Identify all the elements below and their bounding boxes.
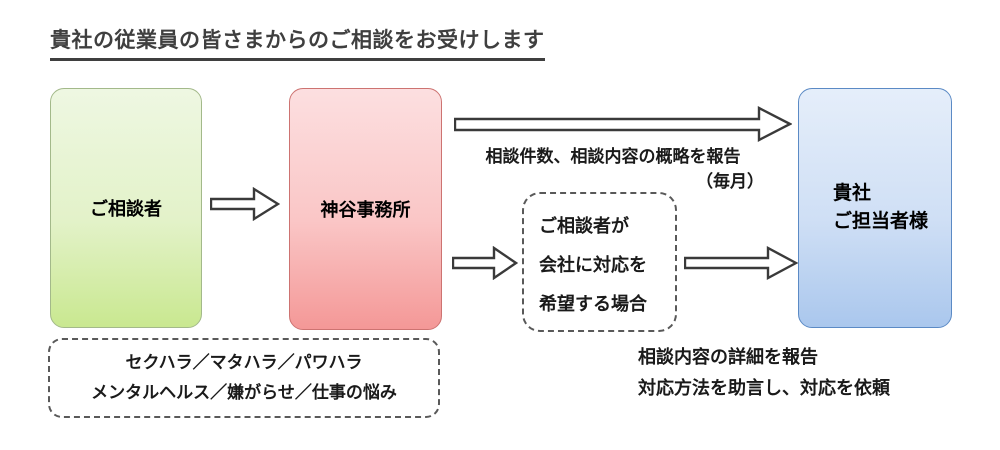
monthly-report-text: 相談件数、相談内容の概略を報告 xyxy=(485,147,741,166)
condition-line: 会社に対応を xyxy=(539,255,647,275)
detail-report-line: 相談内容の詳細を報告 xyxy=(638,347,818,367)
arrow-consulter-to-office-icon xyxy=(210,187,280,221)
node-company-line: ご担当者様 xyxy=(833,211,929,232)
node-company-line: 貴社 xyxy=(833,183,872,204)
detail-report-line: 対応方法を助言し、対応を依頼 xyxy=(638,378,890,398)
monthly-report-frequency: （毎月） xyxy=(696,172,764,191)
detail-report-caption: 相談内容の詳細を報告 対応方法を助言し、対応を依頼 xyxy=(638,342,890,404)
condition-line: 希望する場合 xyxy=(539,294,647,314)
monthly-report-caption: 相談件数、相談内容の概略を報告 （毎月） xyxy=(460,144,766,194)
topics-line: セクハラ／マタハラ／パワハラ xyxy=(125,353,363,372)
arrow-office-to-condition-icon xyxy=(452,246,518,280)
node-office-label: 神谷事務所 xyxy=(320,200,411,220)
node-consulter: ご相談者 xyxy=(50,88,202,328)
node-consulter-label: ご相談者 xyxy=(90,199,162,219)
node-office: 神谷事務所 xyxy=(289,88,442,330)
condition-box: ご相談者が 会社に対応を 希望する場合 xyxy=(522,192,677,332)
arrow-monthly-report-icon xyxy=(454,105,792,143)
node-company: 貴社 ご担当者様 xyxy=(798,88,952,328)
arrow-condition-to-company-icon xyxy=(684,246,798,280)
topics-line: メンタルヘルス／嫌がらせ／仕事の悩み xyxy=(91,383,397,402)
page-title: 貴社の従業員の皆さまからのご相談をお受けします xyxy=(50,24,545,61)
node-company-label: 貴社 ご担当者様 xyxy=(799,180,928,236)
condition-line: ご相談者が xyxy=(539,216,629,236)
topics-box: セクハラ／マタハラ／パワハラ メンタルヘルス／嫌がらせ／仕事の悩み xyxy=(48,338,440,418)
